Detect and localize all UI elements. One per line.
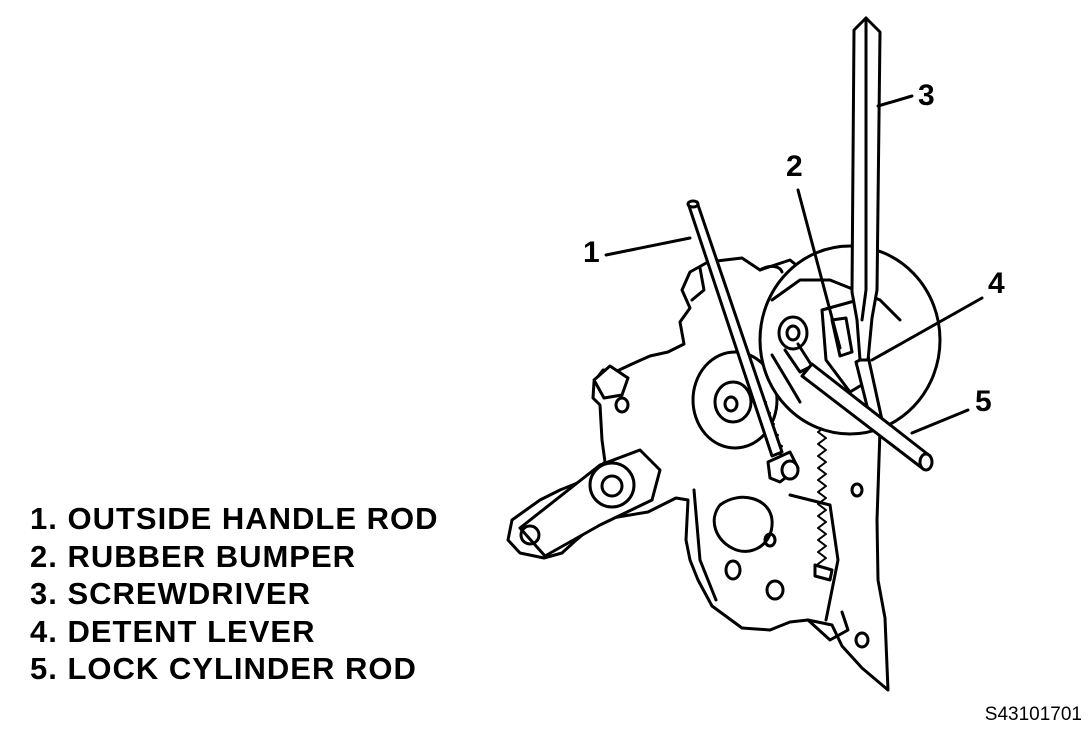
- screwdriver-flat: [860, 16, 868, 322]
- detail-bracket: [770, 278, 902, 322]
- callout-1: 1: [583, 236, 600, 269]
- plate-upper-lip: [690, 266, 706, 302]
- legend-label: OUTSIDE HANDLE ROD: [67, 501, 439, 536]
- lever-pivot-outer: [588, 461, 636, 509]
- legend-number: 2.: [30, 538, 58, 574]
- legend-label: LOCK CYLINDER ROD: [67, 651, 417, 686]
- plate-cutout: [712, 495, 774, 553]
- legend-item: 4. DETENT LEVER: [30, 613, 439, 651]
- plate-slot: [788, 493, 840, 622]
- plate-hole-a: [724, 559, 742, 581]
- plate-edge: [692, 488, 718, 602]
- legend-number: 4.: [30, 613, 58, 649]
- callout-4: 4: [988, 267, 1005, 300]
- detent-spring: [817, 419, 827, 565]
- detail-edge: [770, 353, 802, 404]
- leader-line-3: [876, 94, 914, 108]
- legend-number: 5.: [30, 651, 58, 686]
- lever-pivot-inner: [600, 474, 624, 498]
- legend-label: RUBBER BUMPER: [67, 538, 357, 574]
- legend-item: 1. OUTSIDE HANDLE ROD: [30, 500, 439, 538]
- legend-number: 3.: [30, 576, 58, 611]
- outside-handle-rod-end: [686, 199, 700, 209]
- leader-line-2: [796, 188, 842, 350]
- leader-line-4: [870, 296, 984, 362]
- plate-slot-top: [758, 264, 784, 274]
- plate-hole-d: [850, 482, 864, 498]
- plate-hole-e: [854, 631, 870, 649]
- leader-line-1: [604, 236, 692, 257]
- plate-flange: [806, 610, 850, 642]
- legend-label: SCREWDRIVER: [67, 576, 311, 611]
- detail-clip-outer: [777, 315, 809, 351]
- leader-line-5: [910, 408, 970, 435]
- legend-item: 2. RUBBER BUMPER: [30, 538, 439, 576]
- lock-cylinder-rod-end: [918, 452, 934, 472]
- spring-retainer: [813, 563, 834, 582]
- detail-bumper: [830, 316, 854, 358]
- tab-hole: [614, 396, 630, 414]
- detail-clip-inner: [785, 324, 801, 342]
- callout-5: 5: [975, 385, 992, 418]
- callout-2: 2: [786, 150, 803, 183]
- lever-end-hole: [519, 524, 541, 546]
- latch-tab: [592, 364, 630, 400]
- legend-item: 3. SCREWDRIVER: [30, 575, 439, 613]
- figure-id: S43101701: [984, 704, 1082, 725]
- legend-label: DETENT LEVER: [67, 613, 316, 649]
- parts-legend: 1. OUTSIDE HANDLE ROD 2. RUBBER BUMPER 3…: [30, 500, 439, 688]
- latch-boss-inner: [713, 380, 753, 424]
- plate-hole-b: [763, 532, 777, 548]
- callout-3: 3: [918, 79, 935, 112]
- rod-clip-boss: [780, 459, 800, 481]
- latch-boss-hub: [723, 395, 739, 413]
- legend-item: 5. LOCK CYLINDER ROD: [30, 650, 439, 688]
- plate-hole-c: [765, 579, 785, 601]
- legend-number: 1.: [30, 501, 58, 536]
